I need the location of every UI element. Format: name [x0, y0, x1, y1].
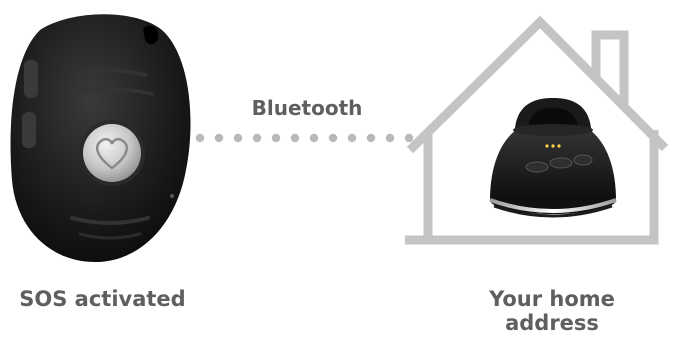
base-button-left	[526, 162, 548, 172]
sos-caption: SOS activated	[0, 287, 205, 311]
side-button-lower	[22, 112, 36, 148]
dotted-connection-line	[196, 134, 413, 142]
base-button-mid	[550, 158, 572, 168]
side-button-upper	[24, 60, 38, 98]
sos-pendant-device	[10, 14, 190, 262]
connection-label: Bluetooth	[232, 97, 382, 120]
home-caption: Your home address	[452, 287, 652, 335]
sos-button	[79, 120, 145, 186]
base-button-right	[574, 155, 592, 165]
charging-base-station	[490, 98, 616, 216]
